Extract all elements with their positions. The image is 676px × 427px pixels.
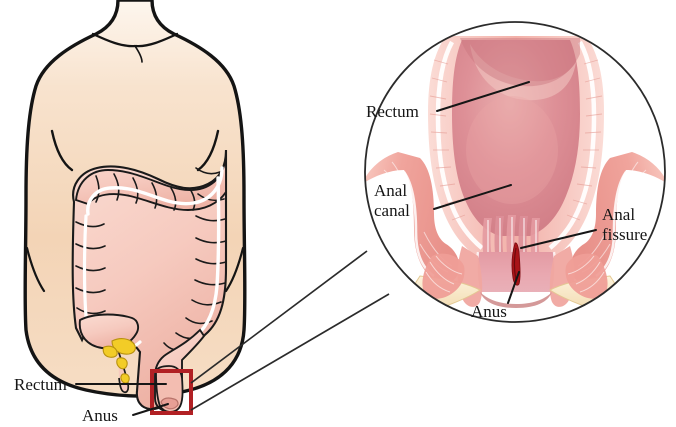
leader-rectum — [436, 81, 530, 112]
levator-ani-right-inner-edge — [595, 171, 628, 278]
label-rectum-overview: Rectum — [14, 375, 67, 394]
submucosa-highlight-right — [548, 40, 597, 250]
label-anal-canal-line1: Anal — [374, 181, 407, 200]
transverse-colon — [74, 151, 227, 211]
fatty-appendices — [102, 338, 136, 384]
rectal-fold-highlight — [470, 44, 576, 101]
external-sphincter-right — [565, 253, 608, 299]
anorectal-anatomy — [365, 36, 665, 311]
leader-anal-canal — [433, 184, 512, 210]
taenia-coli-descending — [194, 176, 221, 338]
sphincter-striations — [425, 255, 605, 293]
levator-ani-left-inner-edge — [402, 171, 435, 278]
sternal-notch — [134, 45, 143, 63]
clavicle-right — [134, 32, 179, 48]
rectal-wall-striations — [429, 59, 603, 221]
pectoral-fold-left — [50, 129, 74, 172]
label-anal-canal-line2: canal — [374, 201, 410, 220]
label-rectum-detail: Rectum — [366, 102, 419, 121]
anus-opening — [160, 397, 179, 410]
leader-anal-fissure — [520, 229, 597, 249]
external-sphincter-left — [422, 253, 465, 299]
overview-leader-lines — [75, 383, 169, 416]
waist-fold-left — [25, 246, 46, 293]
submucosa-highlight-left — [435, 40, 484, 250]
anal-fissure-shadow — [513, 247, 517, 281]
magnifier-circle-border — [364, 21, 666, 323]
magnifier-connector-lines — [190, 250, 390, 411]
label-anal-fissure-line1: Anal — [602, 205, 635, 224]
leader-anus — [507, 271, 520, 304]
label-anus-detail: Anus — [471, 302, 507, 321]
lumen-specular — [466, 96, 558, 204]
magnified-anorectal-view — [364, 21, 666, 323]
large-intestine — [71, 149, 228, 413]
pectoral-fold-right — [196, 129, 220, 172]
connector-line-lower — [190, 293, 390, 411]
lumen-upper-shadow — [460, 38, 580, 87]
clavicle-left — [91, 32, 137, 48]
region-of-interest-box[interactable] — [150, 369, 193, 415]
label-anal-fissure-line2: fissure — [602, 225, 647, 244]
leader-anus-overview — [132, 403, 169, 416]
anal-verge — [480, 292, 552, 308]
waist-fold-right — [224, 246, 245, 293]
connector-line-upper — [190, 250, 368, 384]
label-anus-overview: Anus — [82, 406, 118, 425]
labels: Rectum Anus Rectum Anal canal Anal fissu… — [14, 102, 647, 425]
detail-leader-lines — [433, 81, 597, 304]
